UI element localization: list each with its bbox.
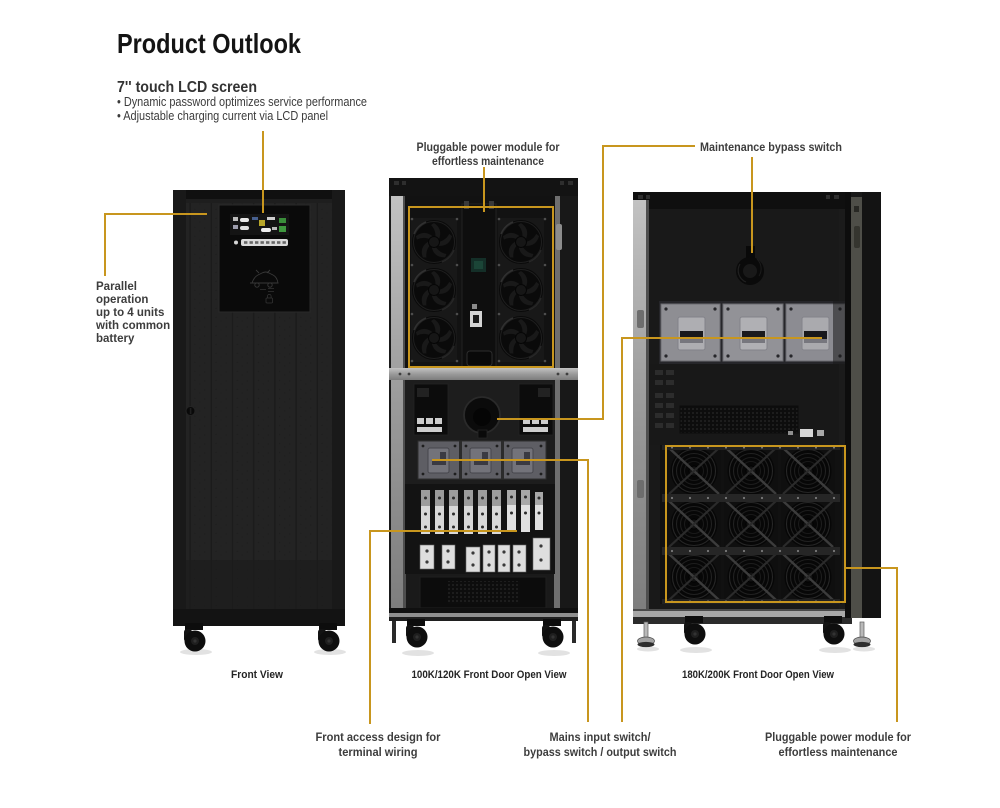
svg-text:effortless maintenance: effortless maintenance [779, 745, 898, 759]
svg-text:Maintenance bypass switch: Maintenance bypass switch [700, 140, 842, 154]
svg-text:• Adjustable charging current: • Adjustable charging current via LCD pa… [117, 109, 328, 123]
svg-text:up to 4 units: up to 4 units [96, 307, 164, 319]
svg-text:Pluggable power module for: Pluggable power module for [765, 730, 911, 744]
svg-text:7'' touch LCD screen: 7'' touch LCD screen [117, 79, 257, 96]
svg-text:operation: operation [96, 294, 148, 306]
svg-text:• Dynamic password optimizes s: • Dynamic password optimizes service per… [117, 95, 367, 109]
svg-text:180K/200K Front Door Open View: 180K/200K Front Door Open View [682, 669, 834, 681]
svg-text:Pluggable power module for: Pluggable power module for [417, 140, 560, 154]
svg-text:with common: with common [95, 320, 170, 332]
svg-text:terminal wiring: terminal wiring [339, 745, 418, 759]
svg-text:Product Outlook: Product Outlook [117, 28, 301, 59]
svg-text:effortless maintenance: effortless maintenance [432, 154, 544, 168]
svg-text:bypass switch / output switch: bypass switch / output switch [524, 745, 677, 759]
svg-text:Front access design for: Front access design for [316, 730, 441, 744]
svg-text:Front View: Front View [231, 669, 283, 681]
svg-text:Parallel: Parallel [96, 281, 137, 293]
svg-text:100K/120K Front Door Open View: 100K/120K Front Door Open View [412, 669, 567, 681]
svg-text:battery: battery [96, 333, 135, 345]
svg-text:Mains input switch/: Mains input switch/ [550, 730, 652, 744]
